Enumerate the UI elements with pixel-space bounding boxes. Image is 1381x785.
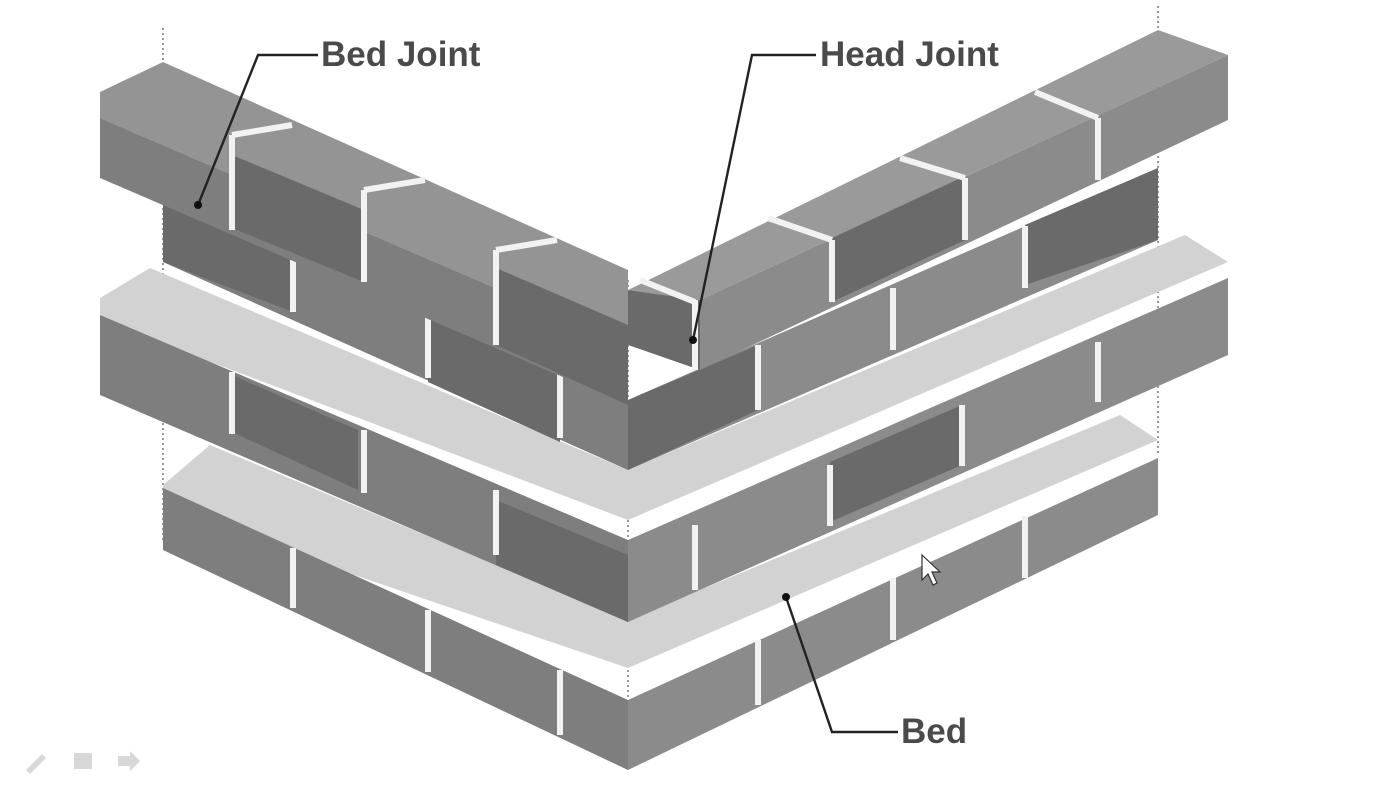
upper-left-arm	[100, 62, 628, 405]
middle-course	[100, 235, 1228, 622]
head-joint-label: Head Joint	[820, 35, 999, 74]
mouse-cursor-icon	[921, 553, 942, 586]
bed-label: Bed	[901, 712, 967, 751]
square-icon[interactable]	[74, 753, 92, 769]
bed-marker	[782, 593, 790, 601]
bed-leader	[784, 596, 898, 734]
bed-joint-callout: Bed Joint	[194, 35, 481, 209]
pen-icon[interactable]	[26, 754, 46, 774]
bed-callout: Bed	[782, 593, 967, 751]
bed-slab-bottom	[163, 415, 1158, 668]
bed-slab-middle	[100, 235, 1228, 520]
arrow-right-icon[interactable]	[118, 751, 140, 771]
player-toolbar[interactable]	[26, 751, 140, 774]
bed-joint-label: Bed Joint	[321, 35, 481, 74]
bed-joint-leader	[196, 53, 318, 206]
top-course	[163, 168, 1158, 470]
bed-joint-marker	[194, 201, 202, 209]
head-joint-callout: Head Joint	[689, 35, 999, 344]
bottom-course	[163, 415, 1158, 770]
head-joint-marker	[689, 336, 697, 344]
upper-right-arm	[628, 30, 1228, 370]
head-joint-leader	[691, 53, 816, 341]
